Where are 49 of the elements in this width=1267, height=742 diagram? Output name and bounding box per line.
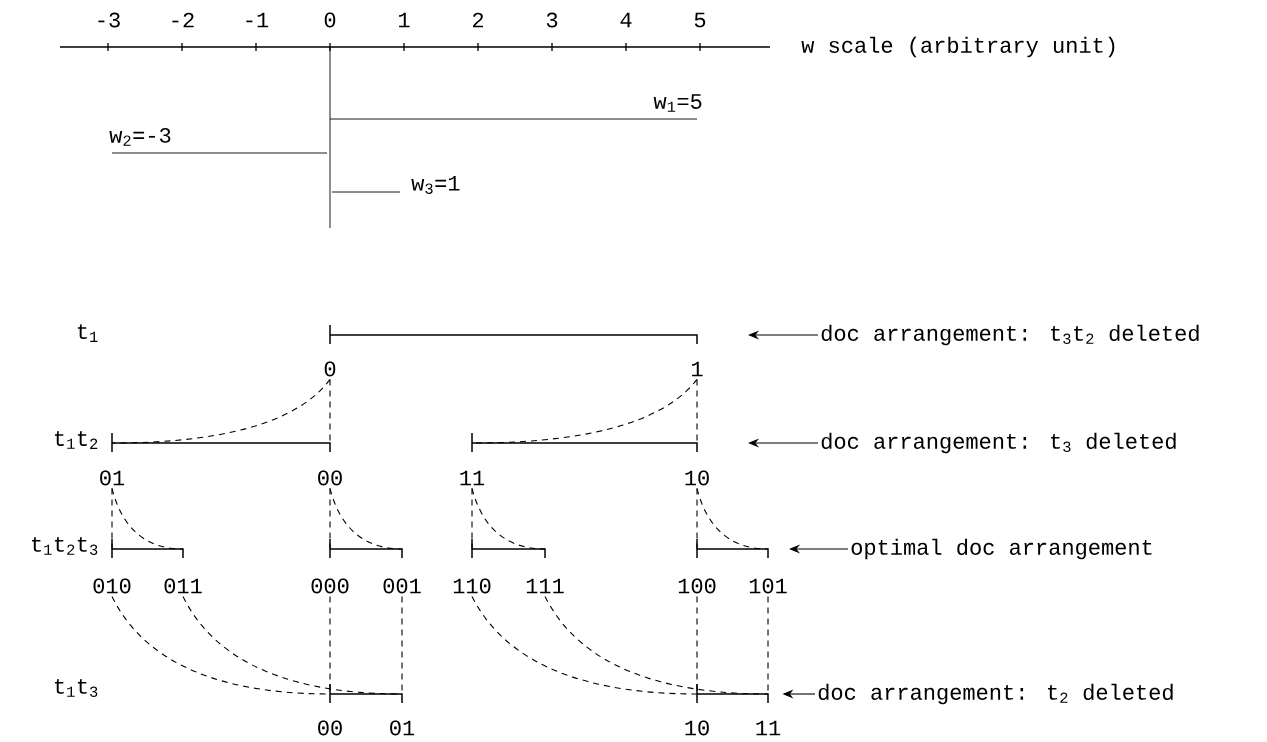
point-label: 111 [526, 578, 564, 594]
point-label: 101 [749, 578, 787, 594]
point-label: 110 [453, 578, 491, 594]
point-label: 001 [383, 578, 421, 594]
annotation-text: optimal doc arrangement [851, 538, 1152, 560]
point-label: 00 [318, 470, 342, 486]
weight-label: w$_{3}$=1 [411, 176, 460, 194]
interval-bar [696, 538, 769, 559]
dashed-connector [471, 595, 698, 695]
interval-bar [329, 538, 403, 559]
interval-bar [111, 432, 331, 453]
interval-bar [329, 324, 698, 345]
point-label: 000 [311, 578, 349, 594]
point-label: 11 [756, 720, 781, 736]
weight-label: w$_{2}$=-3 [109, 127, 171, 146]
interval-bar [696, 683, 769, 704]
point-label: 11 [460, 470, 485, 486]
interval-bar [111, 538, 184, 559]
annotation-text: doc arrangement: t$_{3}$ deleted [821, 432, 1176, 454]
tick-label: 0 [324, 12, 336, 28]
row-label: t$_{1}$t$_{2}$t$_{3}$ [32, 537, 98, 555]
row-label: t$_{1}$t$_{2}$ [54, 431, 98, 449]
annotation-text: doc arrangement: t$_{3}$t$_{2}$ deleted [821, 324, 1199, 346]
point-label: 1 [692, 361, 703, 377]
tick-label: -1 [246, 12, 269, 28]
tick-label: 2 [472, 12, 484, 28]
tick-label: 5 [694, 12, 706, 28]
weight-label: w$_{1}$=5 [653, 94, 702, 112]
point-label: 01 [390, 720, 415, 736]
tick-label: -3 [98, 12, 120, 28]
point-label: 0 [324, 361, 336, 377]
axis-title: w scale (arbitrary unit) [801, 36, 1115, 58]
point-label: 00 [318, 720, 342, 736]
tick-label: 1 [399, 12, 410, 28]
interval-bar [471, 432, 698, 453]
point-label: 100 [678, 578, 716, 594]
row-label: t$_{1}$ [77, 324, 98, 342]
tick-label: 3 [546, 12, 558, 28]
point-label: 010 [93, 578, 131, 594]
point-label: 10 [685, 720, 709, 736]
interval-bar [329, 683, 403, 704]
row-label: t$_{1}$t$_{3}$ [54, 679, 98, 697]
point-label: 01 [100, 470, 125, 486]
tick-label: 4 [620, 12, 632, 28]
point-label: 10 [685, 470, 709, 486]
tick-label: -2 [172, 12, 194, 28]
annotation-text: doc arrangement: t$_{2}$ deleted [818, 683, 1173, 705]
interval-bar [471, 538, 546, 559]
point-label: 011 [164, 578, 202, 594]
